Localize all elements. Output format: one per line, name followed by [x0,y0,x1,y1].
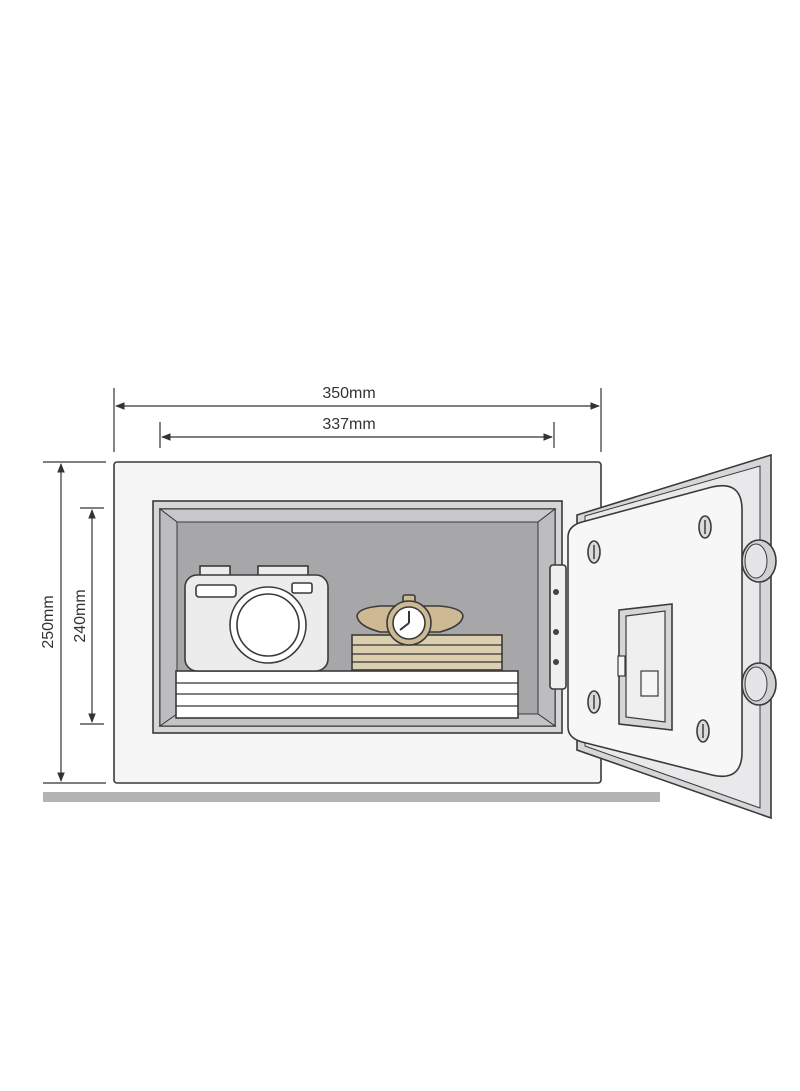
camera-icon [184,565,329,672]
outer-height-label: 250mm [40,595,57,648]
hinge-icon [549,564,567,690]
outer-height-dimension: 250mm [40,461,106,784]
floor-line [43,792,660,802]
paper-stack [175,670,519,719]
safe-door [567,453,777,820]
jewelry-box [351,634,503,671]
keypad-icon [617,603,673,731]
outer-width-dimension: 350mm [113,385,602,452]
wristwatch-icon [356,594,464,646]
door-bolt-top [741,539,777,583]
inner-height-dimension: 240mm [72,507,104,725]
door-screws [587,515,712,743]
inner-width-label: 337mm [322,416,375,433]
inner-width-dimension: 337mm [159,416,555,448]
inner-height-label: 240mm [72,589,89,642]
outer-width-label: 350mm [322,385,375,402]
door-bolt-bottom [741,662,777,706]
